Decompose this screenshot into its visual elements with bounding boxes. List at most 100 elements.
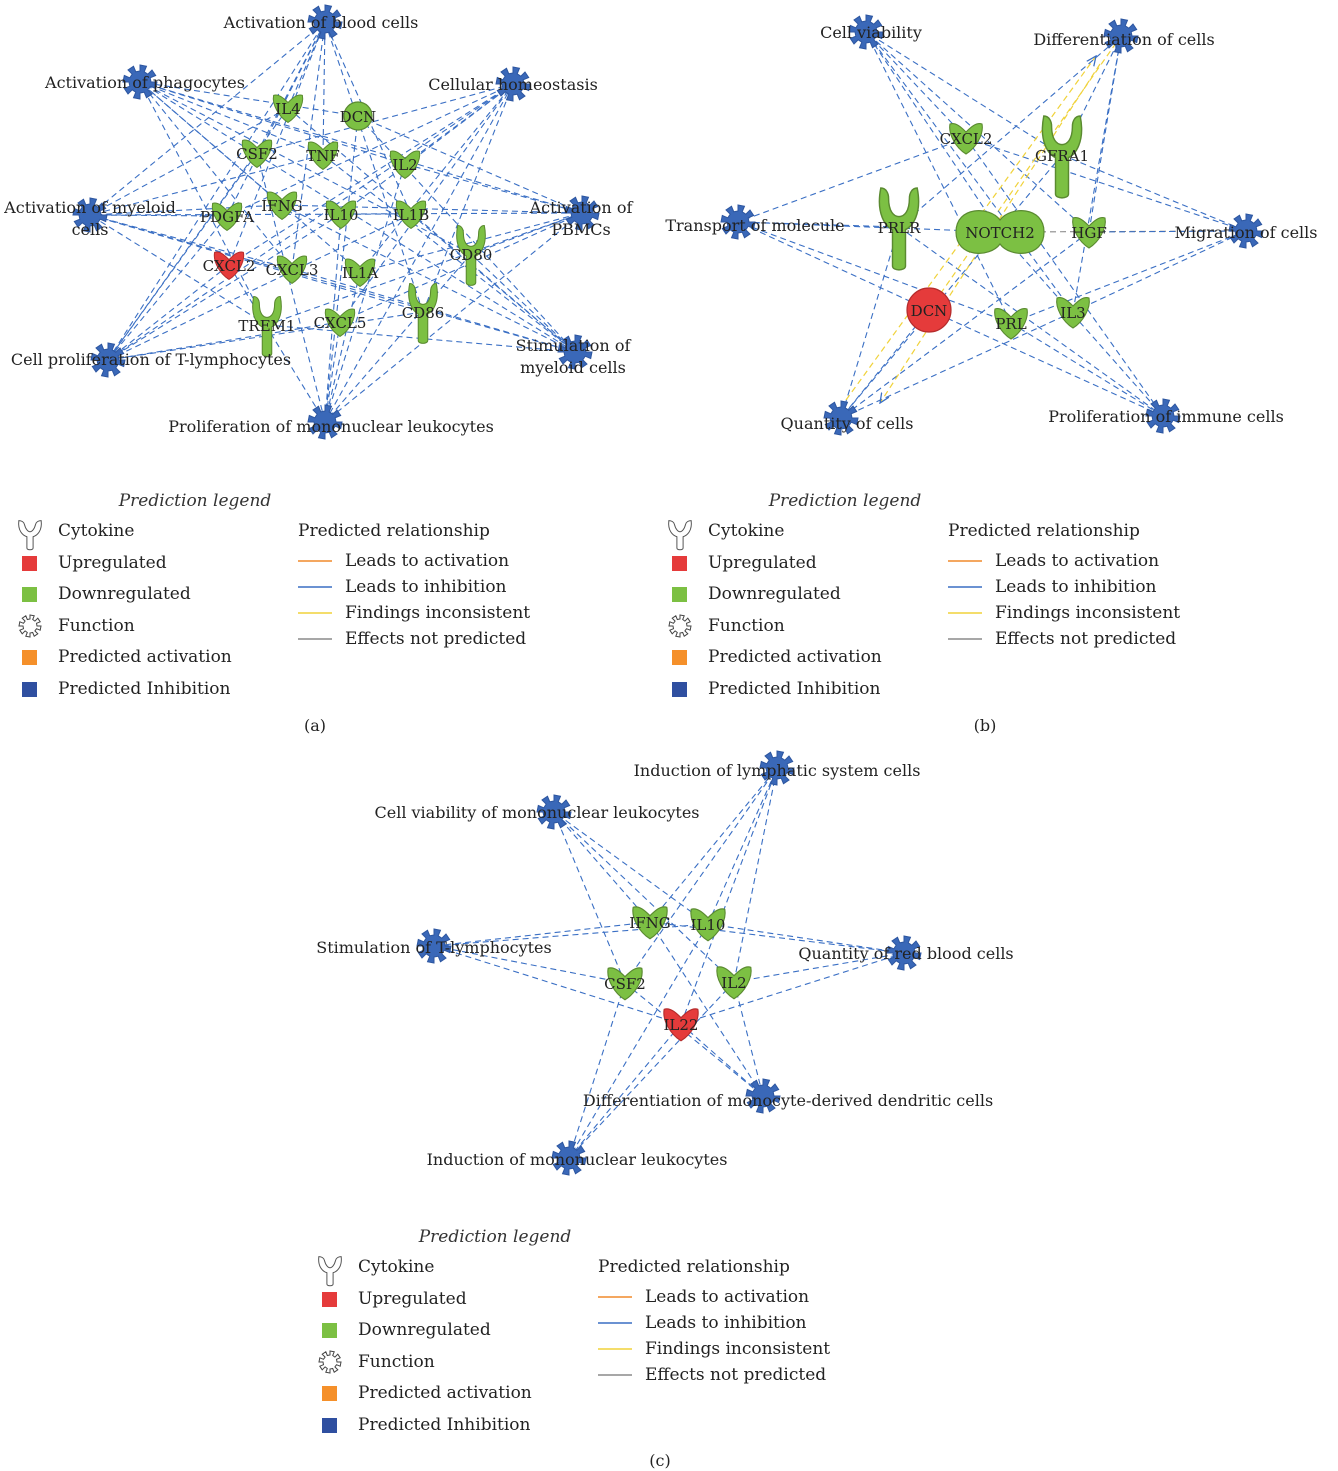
label-line: Activation of myeloid (3, 198, 176, 217)
edge-panel-a (323, 22, 325, 156)
gene-node-csf2 (241, 139, 273, 168)
edge-panel-c (680, 1023, 763, 1096)
edge-panel-c (434, 946, 682, 1025)
edge-panel-c (569, 981, 735, 1158)
edge-panel-a (410, 213, 575, 352)
gene-label: IL2 (392, 156, 417, 174)
edge-panel-c (649, 921, 904, 953)
edge-panel-b (866, 32, 1074, 313)
edge-panel-b (898, 226, 1163, 416)
legend-item-label: Function (358, 1352, 435, 1372)
legend-item-label: Upregulated (58, 553, 167, 573)
gene-node-il2 (716, 966, 752, 1000)
relationship-item-label: Effects not predicted (345, 629, 526, 649)
label-line: PBMCs (551, 220, 610, 239)
legend-item-label: Upregulated (358, 1289, 467, 1309)
function-label: Quantity of cells (781, 414, 914, 433)
legend-item-label: Downregulated (708, 584, 841, 604)
gene-label: HGF (1071, 224, 1106, 242)
edge-panel-c (434, 921, 651, 946)
chemokine-shape-icon (325, 200, 357, 229)
gene-label: PRLR (878, 219, 921, 237)
relationship-title: Predicted relationship (598, 1257, 790, 1277)
prediction-legend: Prediction legendCytokineUpregulatedDown… (318, 1227, 830, 1435)
edge-panel-b (965, 137, 1246, 231)
edge-panel-a (226, 22, 325, 217)
gene-label: CSF2 (604, 975, 646, 993)
function-gear-hub (424, 936, 444, 956)
chemokine-shape-icon (389, 150, 421, 179)
function-gear-hub (856, 22, 876, 42)
chemokine-shape-icon (607, 967, 643, 1001)
legend-swatch (672, 587, 687, 602)
edge-panel-b (928, 309, 1163, 416)
receptor-shape-icon (252, 295, 282, 357)
function-node (564, 195, 600, 231)
edge-panel-c (554, 812, 626, 984)
edge-panel-a-outer (90, 21, 326, 215)
cytokine-outline-shape (668, 520, 692, 551)
gene-node-cxcl5 (324, 308, 356, 337)
edge-panel-a-outer (324, 84, 513, 423)
cytokine-outline-shape (318, 1256, 342, 1287)
function-label: Transport of molecule (665, 216, 844, 235)
edge-panel-c (624, 982, 763, 1096)
gene-node-cxcl2 (213, 251, 245, 280)
function-gear-hub (728, 212, 748, 232)
gene-node-cxcl3 (276, 255, 308, 284)
function-node (416, 928, 452, 964)
legend-swatch (672, 556, 687, 571)
function-gear-hub (130, 72, 150, 92)
function-gear-hub (80, 205, 100, 225)
edge-panel-a (340, 84, 513, 215)
edge-panel-b (999, 231, 1163, 416)
label-line: Activation of (529, 198, 634, 217)
edge-panel-a (108, 311, 424, 360)
legend-item-label: Predicted activation (708, 647, 882, 667)
edge-panel-a (287, 22, 325, 109)
edge-panel-b (898, 36, 1121, 228)
relationship-item-label: Leads to inhibition (645, 1313, 807, 1333)
edge-panel-a (359, 84, 513, 273)
edge-panel-a (339, 84, 513, 323)
relationship-item-label: Effects not predicted (645, 1365, 826, 1385)
edge-panel-c (569, 1023, 682, 1158)
edge-panel-c (434, 923, 709, 946)
gene-label: IL1A (342, 264, 378, 282)
edge-panel-c (554, 812, 735, 983)
function-node (886, 935, 922, 971)
function-gear-hub (767, 758, 787, 778)
gene-node-gfra1 (1041, 115, 1083, 199)
edge-panel-a (90, 204, 283, 215)
chemokine-shape-icon (324, 308, 356, 337)
edge-panel-b (866, 32, 1012, 324)
label-line: Stimulation of (516, 336, 632, 355)
chemokine-shape-icon (1056, 297, 1090, 329)
edge-panel-a (108, 152, 258, 360)
edge-panel-a (108, 215, 228, 360)
legend-item-label: Upregulated (708, 553, 817, 573)
edge-panel-a (322, 154, 575, 352)
legend-swatch (672, 682, 687, 697)
function-gear-hub (315, 412, 335, 432)
panel-caption-a: (a) (304, 716, 326, 735)
edge-panel-a (140, 82, 293, 270)
function-node (72, 197, 108, 233)
gene-node-cd86 (408, 282, 438, 344)
function-node (745, 1078, 781, 1114)
edge-panel-b (841, 154, 1063, 418)
function-outline-icon (668, 614, 692, 638)
edge-panel-a (256, 84, 513, 154)
gene-label: PRL (995, 315, 1026, 333)
function-label: Cell proliferation of T-lymphocytes (11, 350, 291, 369)
legend-swatch (22, 682, 37, 697)
function-label: Activation of blood cells (223, 13, 419, 32)
function-label: Differentiation of cells (1033, 30, 1214, 49)
gene-label: IFNG (261, 197, 302, 215)
gene-label: DCN (340, 108, 377, 126)
edge-panel-a (404, 163, 582, 213)
gene-node-il10 (690, 908, 726, 942)
relationship-item-label: Findings inconsistent (995, 603, 1180, 623)
